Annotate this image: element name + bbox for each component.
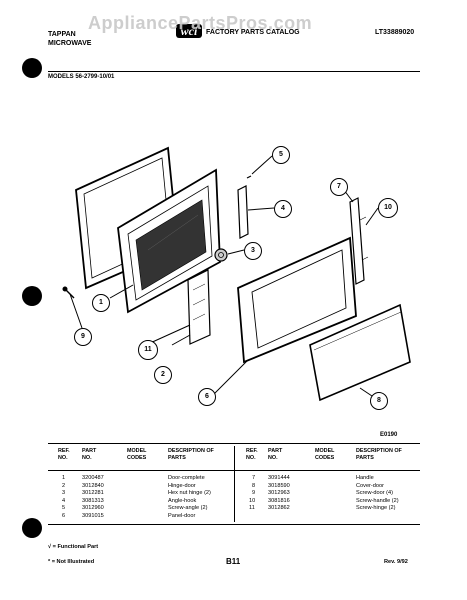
col-model-right: MODEL CODES	[315, 448, 335, 461]
ref-no: 11	[249, 505, 255, 512]
binder-hole-bottom	[22, 518, 42, 538]
callout-6: 6	[198, 388, 216, 406]
page-number: B11	[226, 557, 241, 566]
exploded-parts-diagram: 1 2 3 4 5 6 7 8 9 10 11	[48, 130, 438, 430]
col-ref-left: REF. NO.	[58, 448, 70, 461]
diagram-id: E0190	[380, 432, 398, 438]
ref-no: 10	[249, 497, 256, 504]
col-model-left: MODEL CODES	[127, 448, 147, 461]
ref-no: 5	[62, 505, 66, 512]
brand-logo-icon: wci	[176, 24, 202, 38]
part-no: 3091444	[268, 475, 290, 481]
table-bottom-rule	[48, 524, 420, 525]
callout-11: 11	[138, 340, 158, 360]
table-column-divider	[234, 446, 235, 522]
catalog-title: FACTORY PARTS CATALOG	[206, 29, 300, 36]
callout-10: 10	[378, 198, 398, 218]
part-description: Screw-door (4)	[356, 490, 393, 497]
ref-no: 2	[62, 482, 66, 489]
revision-date: Rev. 9/92	[384, 559, 408, 565]
ref-no: 4	[62, 497, 66, 504]
part-no: 3081816	[268, 497, 290, 504]
part-description: Screw-hinge (2)	[356, 505, 396, 512]
col-part-right: PART NO.	[268, 448, 283, 461]
part-no: 3091015	[82, 513, 104, 519]
callout-4: 4	[274, 200, 292, 218]
models-line: MODELS 56-2799-10/01	[48, 74, 115, 80]
col-desc-right: DESCRIPTION OF PARTS	[356, 448, 402, 461]
part-description: Angle-hook	[168, 497, 197, 504]
callout-8: 8	[370, 392, 388, 410]
ref-no: 1	[62, 475, 66, 481]
part-description: Screw-handle (2)	[356, 497, 399, 504]
col-part-left: PART NO.	[82, 448, 97, 461]
binder-hole-middle	[22, 286, 42, 306]
ref-no: 7	[252, 475, 256, 481]
part-description: Hex nut hinge (2)	[168, 490, 211, 497]
table-top-rule	[48, 443, 420, 444]
part-no: 3012862	[268, 505, 290, 512]
col-desc-left: DESCRIPTION OF PARTS	[168, 448, 214, 461]
footnote-not-illustrated: * = Not Illustrated	[48, 559, 95, 565]
watermark: AppliancePartsPros.com	[88, 13, 313, 33]
part-description: Door-complete	[168, 475, 205, 481]
part-no: 3012281	[82, 490, 104, 497]
part-no: 3018590	[268, 482, 290, 489]
callout-2: 2	[154, 366, 172, 384]
part-description: Hinge-door	[168, 482, 196, 489]
callout-7: 7	[330, 178, 348, 196]
ref-no: 3	[62, 490, 66, 497]
brand-line-2: MICROWAVE	[48, 40, 92, 47]
part-description: Handle	[356, 475, 374, 481]
ref-no: 9	[252, 490, 256, 497]
part-description: Cover-door	[356, 482, 384, 489]
callout-5: 5	[272, 146, 290, 164]
part-no: 3012960	[82, 505, 104, 512]
part-description: Screw-angle (2)	[168, 505, 208, 512]
part-no: 3081313	[82, 497, 104, 504]
part-no: 3012963	[268, 490, 290, 497]
callout-3: 3	[244, 242, 262, 260]
binder-hole-top	[22, 58, 42, 78]
door-mesh	[135, 199, 207, 291]
header-rule	[48, 71, 420, 72]
ref-no: 6	[62, 513, 66, 519]
part-description: Panel-door	[168, 513, 196, 519]
footnote-functional: √ = Functional Part	[48, 544, 99, 550]
ref-no: 8	[252, 482, 256, 489]
callout-9: 9	[74, 328, 92, 346]
catalog-number: LT33889020	[375, 29, 415, 36]
svg-text:wci: wci	[181, 24, 198, 38]
part-no: 3200487	[82, 475, 104, 481]
callout-1: 1	[92, 294, 110, 312]
part-no: 3012840	[82, 482, 104, 489]
col-ref-right: REF. NO.	[246, 448, 258, 461]
brand-line-1: TAPPAN	[48, 31, 76, 38]
